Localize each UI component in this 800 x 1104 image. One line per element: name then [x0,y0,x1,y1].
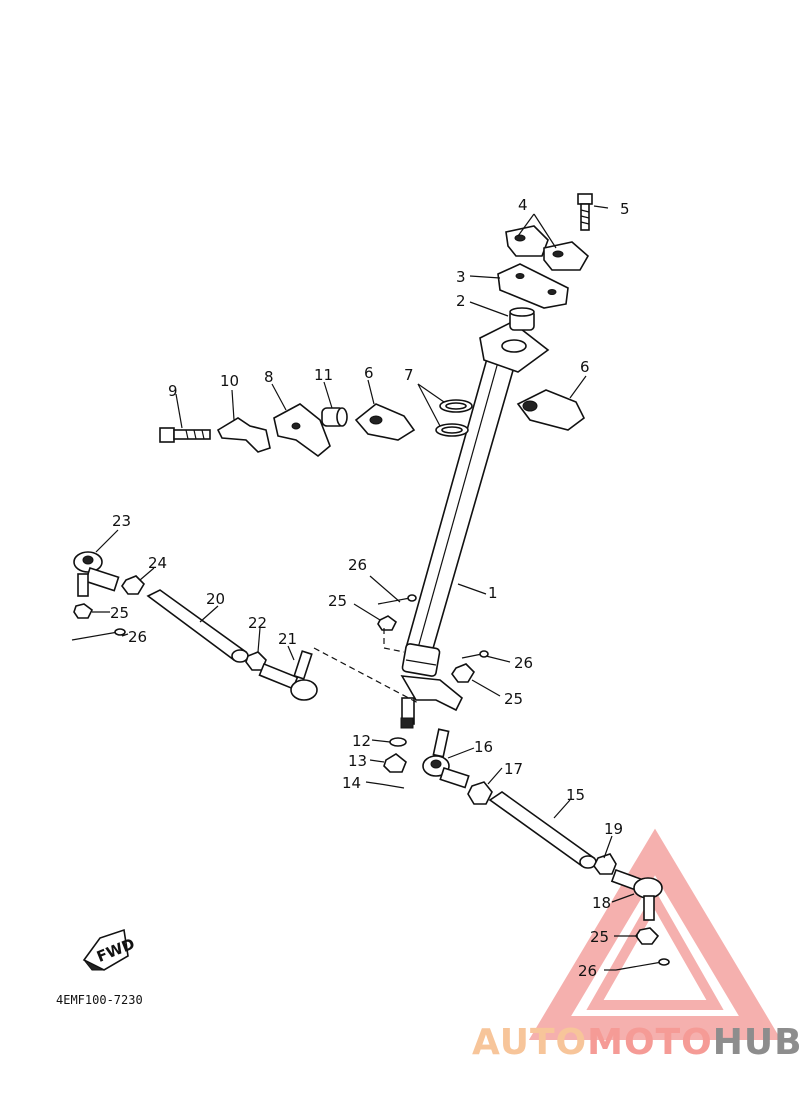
callout-26-right: 26 [514,654,533,672]
callout-25-left: 25 [110,604,129,622]
callout-25-centre: 25 [328,592,347,610]
callout-3: 3 [456,268,466,286]
watermark-brand: AUTOMOTOHUB [472,1022,800,1063]
watermark-auto: AUTO [472,1022,588,1063]
collar-parts-row [159,389,586,458]
left-tie-rod-assembly [71,551,318,701]
callout-11: 11 [314,366,333,384]
callout-18: 18 [592,894,611,912]
watermark-moto: MOTO [587,1022,713,1063]
callout-8: 8 [264,368,274,386]
callout-25-lower: 25 [590,928,609,946]
callout-12: 12 [352,732,371,750]
callout-20: 20 [206,590,225,608]
watermark-hub: HUB [712,1022,800,1063]
callout-2: 2 [456,292,466,310]
callout-26-lower: 26 [578,962,597,980]
callout-6-left: 6 [364,364,374,382]
watermark-triangle-logo [528,828,782,1040]
callout-15: 15 [566,786,585,804]
callout-21: 21 [278,630,297,648]
callout-24: 24 [148,554,167,572]
callout-26-centre: 26 [348,556,367,574]
right-tie-rod-assembly [422,728,670,971]
callout-23: 23 [112,512,131,530]
callout-26-left: 26 [128,628,147,646]
callout-19: 19 [604,820,623,838]
callout-6-right: 6 [580,358,590,376]
diagram-code: 4EMF100-7230 [56,993,143,1007]
fwd-arrow-icon: FWD [82,928,137,971]
leader-lines [92,205,638,971]
centre-small-parts [377,594,489,789]
callout-13: 13 [348,752,367,770]
callout-10: 10 [220,372,239,390]
callout-9: 9 [168,382,178,400]
callout-25-right: 25 [504,690,523,708]
callout-4: 4 [518,196,528,214]
callout-17: 17 [504,760,523,778]
callout-22: 22 [248,614,267,632]
callout-1: 1 [488,584,498,602]
shaft-holder-parts [497,193,593,331]
callout-labels: 1 2 3 4 5 6 6 7 8 9 10 11 12 13 14 15 16… [110,196,630,980]
callout-16: 16 [474,738,493,756]
callout-14: 14 [342,774,361,792]
steering-shaft [400,321,550,729]
callout-7: 7 [404,366,414,384]
callout-5: 5 [620,200,630,218]
